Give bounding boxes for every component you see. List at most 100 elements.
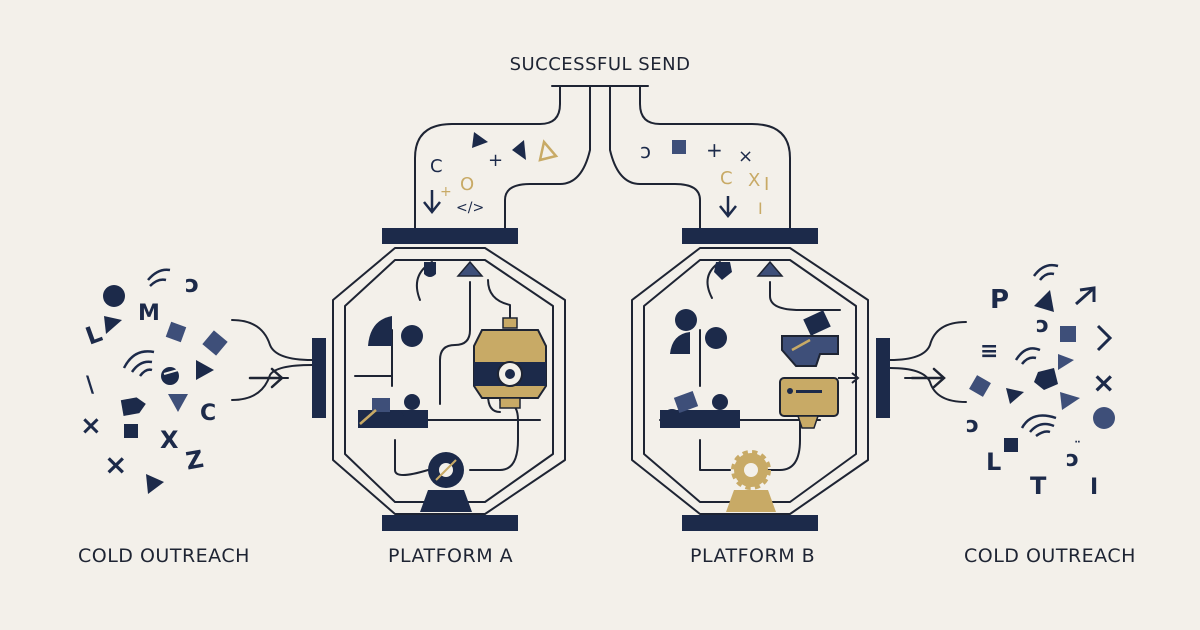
letter-icon: C: [430, 156, 443, 177]
arrow-icon: [423, 190, 441, 215]
sensor-icon: [473, 317, 547, 409]
square-icon: [372, 398, 390, 412]
square-icon: [673, 391, 699, 413]
circle-icon: [401, 325, 423, 347]
triangle-icon: [1006, 388, 1024, 404]
letter-icon: L: [986, 448, 1001, 476]
x-icon: +: [706, 138, 723, 162]
letter-icon: C: [200, 401, 216, 426]
triangle-icon: [146, 474, 164, 494]
letter-icon: ↄ: [185, 270, 199, 298]
square-icon: [1004, 438, 1018, 452]
top-pipe-left: [414, 85, 591, 229]
letter-icon: I: [758, 199, 763, 218]
triangle-icon: [196, 360, 214, 380]
platform-b-housing: [631, 247, 869, 515]
semicircle-icon: [368, 316, 392, 346]
pipe-symbols-left: C O + + </>: [423, 132, 559, 216]
platform-b-side-port: [876, 338, 890, 418]
circle-icon: [712, 394, 728, 410]
letter-icon: ↄ: [1066, 447, 1079, 472]
x-icon: ×: [1092, 366, 1115, 399]
wifi-icon: [1020, 414, 1057, 438]
letter-icon: ↄ: [640, 139, 651, 163]
letter-icon: O: [460, 174, 474, 195]
letter-icon: M: [138, 301, 160, 326]
circle-icon: [1093, 407, 1115, 429]
right-symbol-cloud: P ↄ ≡ × ↄ L ↄ T I ¨: [966, 263, 1115, 500]
triangle-icon: [472, 132, 488, 148]
letter-icon: I: [1090, 475, 1098, 500]
arrow-icon: [1096, 324, 1113, 352]
letter-icon: \: [86, 373, 95, 398]
triangle-icon: [104, 316, 122, 334]
gear-icon: [420, 452, 472, 512]
drop-icon: [424, 262, 436, 277]
letter-icon: Z: [184, 445, 206, 476]
arrow-icon: [910, 367, 946, 389]
letter-icon: I: [764, 174, 769, 195]
arrow-icon: [248, 367, 284, 389]
square-icon: [202, 330, 228, 356]
wifi-icon: [122, 350, 155, 377]
triangle-icon: [456, 260, 484, 277]
platform-b-top-bar: [682, 228, 818, 244]
platform-b-bottom-bar: [682, 515, 818, 531]
cold-outreach-label-right: COLD OUTREACH: [964, 545, 1136, 567]
platform-a-label: PLATFORM A: [388, 545, 514, 567]
platform-b-label: PLATFORM B: [690, 545, 816, 567]
x-icon: ×: [738, 146, 753, 167]
pipe-symbols-right: ↄ + × C X I I: [640, 138, 769, 219]
platform-a-top-bar: [382, 228, 518, 244]
circle-icon: [675, 309, 697, 331]
platform-a-side-port: [312, 338, 326, 418]
x-icon: +: [488, 150, 503, 171]
cold-outreach-label-left: COLD OUTREACH: [78, 545, 250, 567]
circle-icon: [404, 394, 420, 410]
wifi-icon: [147, 268, 171, 287]
square-icon: [672, 140, 686, 154]
arrow-icon: [1075, 286, 1096, 306]
triangle-icon: [756, 260, 784, 277]
pentagon-icon: [714, 262, 732, 280]
square-icon: [124, 424, 138, 438]
letter-icon: ¨: [1074, 440, 1081, 456]
circle-icon: [388, 410, 404, 426]
hopper-icon: [781, 310, 839, 367]
x-icon: ×: [80, 411, 102, 441]
code-icon: </>: [456, 200, 484, 216]
platform-a-components: [358, 260, 547, 512]
letter-icon: P: [990, 285, 1009, 315]
wifi-icon: [1032, 263, 1059, 281]
circle-icon: [103, 285, 125, 307]
square-icon: [165, 321, 187, 343]
successful-send-label: SUCCESSFUL SEND: [509, 54, 691, 75]
x-icon: +: [440, 184, 452, 200]
square-icon: [969, 375, 991, 397]
x-icon: X: [160, 426, 179, 454]
x-icon: X: [748, 170, 760, 191]
platform-a-wiring: [354, 261, 541, 476]
letter-icon: L: [82, 319, 106, 351]
triangle-icon: [512, 140, 526, 160]
platform-a-housing: [332, 247, 566, 515]
letter-icon: T: [1030, 472, 1047, 500]
top-pipe-right: [609, 85, 791, 229]
letter-icon: ≡: [980, 339, 998, 364]
arrow-icon: [838, 372, 860, 384]
triangle-icon: [1060, 392, 1080, 410]
triangle-icon: [1058, 354, 1074, 370]
letter-icon: C: [720, 168, 733, 189]
output-pipes-right: [889, 321, 967, 403]
platform-b-components: [660, 260, 860, 512]
letter-icon: ↄ: [1036, 313, 1049, 338]
pentagon-icon: [1034, 368, 1058, 390]
letter-icon: ↄ: [966, 413, 979, 438]
left-symbol-cloud: ↄ M L \ C × X Z ×: [80, 268, 228, 494]
circle-icon: [663, 409, 681, 427]
triangle-icon: [538, 139, 559, 162]
square-icon: [1060, 326, 1076, 342]
arrow-icon: [120, 397, 146, 416]
semicircle-icon: [670, 332, 690, 354]
